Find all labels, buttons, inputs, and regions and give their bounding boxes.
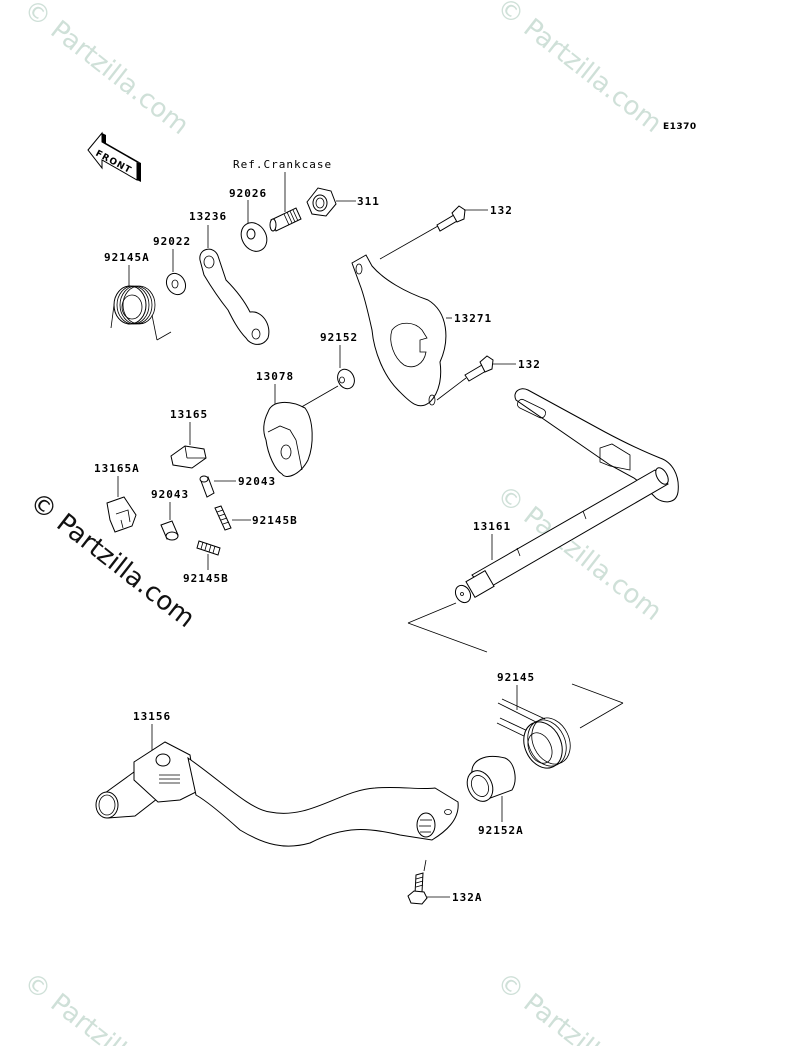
part-92043-pin-lower[interactable]: 92043: [151, 488, 189, 541]
part-92022-washer[interactable]: 92022: [153, 235, 191, 298]
label-13161[interactable]: 13161: [473, 520, 511, 533]
label-92152A[interactable]: 92152A: [478, 824, 524, 837]
label-92022[interactable]: 92022: [153, 235, 191, 248]
label-13078[interactable]: 13078: [256, 370, 294, 383]
label-92145B-upper[interactable]: 92145B: [252, 514, 298, 527]
stud-bolt: [269, 207, 302, 232]
label-92152[interactable]: 92152: [320, 331, 358, 344]
part-13156-shift-pedal[interactable]: 13156: [95, 710, 459, 847]
part-13236-lever[interactable]: 13236: [189, 210, 270, 345]
label-132-lower[interactable]: 132: [518, 358, 541, 371]
label-92043-lower[interactable]: 92043: [151, 488, 189, 501]
part-13078-cam[interactable]: 13078: [256, 370, 313, 477]
label-13236[interactable]: 13236: [189, 210, 227, 223]
part-132A-bolt[interactable]: 132A: [407, 859, 483, 905]
front-arrow-icon: FRONT: [87, 131, 141, 182]
part-92145-spring[interactable]: 92145: [496, 671, 577, 774]
watermark-bottom-right: © Partzilla.com: [491, 967, 668, 1046]
part-92145B-spring-upper[interactable]: 92145B: [214, 505, 298, 531]
watermark-top-left: © Partzilla.com: [18, 0, 195, 141]
label-132A[interactable]: 132A: [452, 891, 483, 904]
label-92145[interactable]: 92145: [497, 671, 535, 684]
part-13165-pawl[interactable]: 13165: [170, 408, 208, 469]
label-13156[interactable]: 13156: [133, 710, 171, 723]
part-92145A-spring[interactable]: 92145A: [104, 251, 172, 341]
part-92145B-spring-lower[interactable]: 92145B: [183, 540, 229, 585]
label-13165[interactable]: 13165: [170, 408, 208, 421]
ref-crankcase-note: Ref.Crankcase: [233, 158, 332, 171]
part-92043-pin-upper[interactable]: 92043: [199, 475, 276, 498]
label-132-upper[interactable]: 132: [490, 204, 513, 217]
label-92043-upper[interactable]: 92043: [238, 475, 276, 488]
part-13165A-pawl[interactable]: 13165A: [94, 462, 140, 533]
diagram-code: E1370: [663, 122, 697, 132]
part-132-bolt-upper[interactable]: 132: [379, 204, 513, 260]
label-92145A[interactable]: 92145A: [104, 251, 150, 264]
label-13165A[interactable]: 13165A: [94, 462, 140, 475]
part-13161-shift-shaft[interactable]: 13161: [452, 388, 679, 606]
part-92152A-collar[interactable]: 92152A: [462, 755, 524, 837]
watermark-top-right: © Partzilla.com: [491, 0, 668, 139]
part-311-nut[interactable]: 311: [306, 187, 380, 217]
label-13271[interactable]: 13271: [454, 312, 492, 325]
label-92145B-lower[interactable]: 92145B: [183, 572, 229, 585]
assembly-bracket-lines: [407, 602, 624, 729]
part-92152-washer[interactable]: 92152: [297, 331, 358, 410]
part-13271-plate[interactable]: 13271: [351, 254, 492, 407]
part-132-bolt-lower[interactable]: 132: [436, 355, 541, 401]
label-92026[interactable]: 92026: [229, 187, 267, 200]
label-311[interactable]: 311: [357, 195, 380, 208]
watermark-bottom-left: © Partzilla.com: [18, 967, 195, 1046]
part-92026-washer[interactable]: 92026: [229, 187, 272, 256]
